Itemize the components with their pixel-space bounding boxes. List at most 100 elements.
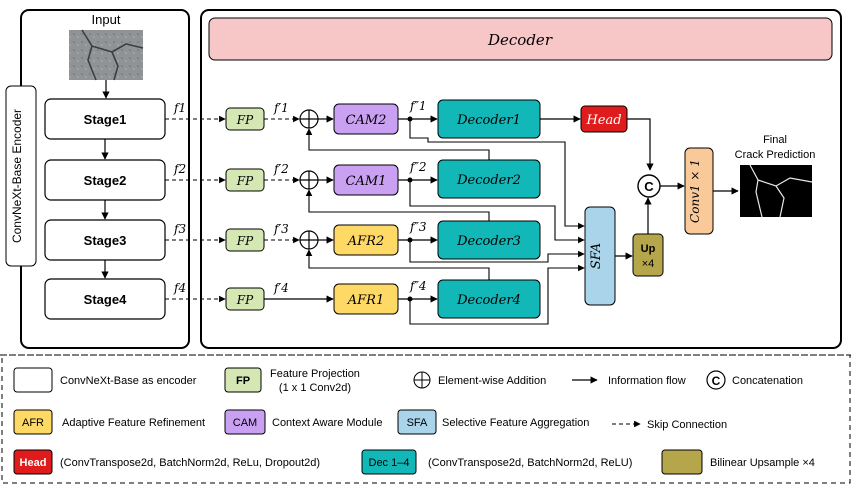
legend-up-swatch (661, 449, 703, 475)
legend-cam-desc: Context Aware Module (272, 417, 382, 429)
svg-text:Decoder3: Decoder3 (456, 234, 521, 249)
svg-text:CAM1: CAM1 (346, 174, 387, 189)
sfa-box: SFA (584, 206, 616, 306)
svg-text:Up: Up (641, 243, 656, 255)
conv-box: Conv1 × 1 (684, 147, 714, 235)
legend-encoder-desc: ConvNeXt-Base as encoder (60, 375, 197, 387)
fp-box-2: FP (225, 168, 265, 192)
head-box: Head (580, 105, 628, 133)
cam2-box: CAM2 (333, 103, 399, 135)
refined-f1: f″1 (409, 99, 427, 113)
decoder1-box: Decoder1 (437, 99, 541, 139)
legend-head-swatch (13, 449, 53, 475)
legend-concat-desc: Concatenation (732, 375, 803, 387)
svg-text:AFR1: AFR1 (347, 293, 384, 308)
stage-4-label: Stage4 (84, 292, 127, 307)
projected-f4: f′4 (273, 281, 289, 295)
legend-flow-desc: Information flow (608, 375, 686, 387)
legend-cam-swatch (224, 409, 266, 435)
svg-text:AFR2: AFR2 (347, 234, 384, 249)
decoder3-box: Decoder3 (437, 220, 541, 260)
legend-fp-desc-2: (1 x 1 Conv2d) (279, 382, 351, 394)
stage-3-label: Stage3 (84, 233, 127, 248)
legend-add-icon (413, 371, 431, 389)
stage-2: Stage2 (44, 159, 166, 201)
output-title-line1: Final (763, 134, 787, 146)
legend-encoder-swatch (13, 367, 53, 393)
afr2-box: AFR2 (333, 224, 399, 256)
legend-afr-swatch (13, 409, 53, 435)
decoder2-box: Decoder2 (437, 159, 541, 199)
legend-fp-swatch (224, 367, 262, 393)
refined-f4: f″4 (409, 279, 427, 293)
add-2 (299, 170, 319, 190)
add-3 (299, 230, 319, 250)
feature-f1: f1 (173, 101, 186, 115)
svg-text:C: C (712, 374, 721, 388)
legend-dec-desc: (ConvTranspose2d, BatchNorm2d, ReLU) (428, 457, 632, 469)
legend-afr-desc: Adaptive Feature Refinement (62, 417, 205, 429)
afr1-box: AFR1 (333, 283, 399, 315)
svg-text:Decoder2: Decoder2 (456, 173, 521, 188)
svg-text:FP: FP (236, 234, 254, 248)
encoder-side-label: ConvNeXt-Base Encoder (10, 109, 24, 243)
cam1-box: CAM1 (333, 164, 399, 196)
legend-skip-desc: Skip Connection (647, 419, 727, 431)
legend-concat-icon: C (706, 370, 726, 390)
svg-text:CAM2: CAM2 (346, 113, 387, 128)
input-image (69, 29, 144, 81)
decoder-panel (200, 9, 842, 349)
legend-dec-swatch (361, 449, 417, 475)
svg-text:Decoder1: Decoder1 (456, 113, 521, 128)
decoder4-box: Decoder4 (437, 279, 541, 319)
output-title-line2: Crack Prediction (735, 149, 816, 161)
projected-f2: f′2 (273, 162, 289, 176)
legend-dec-label: Dec 1–4 (369, 457, 410, 469)
svg-text:SFA: SFA (589, 243, 604, 269)
stage-4: Stage4 (44, 278, 166, 320)
decoder-title: Decoder (487, 31, 553, 49)
stage-1-label: Stage1 (84, 112, 127, 127)
feature-f4: f4 (173, 281, 186, 295)
stage-1: Stage1 (44, 98, 166, 140)
stage-3: Stage3 (44, 219, 166, 261)
fp-box-3: FP (225, 228, 265, 252)
up-box: Up ×4 (632, 233, 664, 277)
projected-f1: f′1 (273, 101, 289, 115)
feature-f2: f2 (173, 162, 186, 176)
svg-text:×4: ×4 (642, 258, 655, 270)
refined-f2: f″2 (409, 160, 427, 174)
legend-head-desc: (ConvTranspose2d, BatchNorm2d, ReLu, Dro… (60, 457, 320, 469)
fp-box-1: FP (225, 107, 265, 131)
projected-f3: f′3 (273, 222, 289, 236)
legend-afr-label: AFR (22, 417, 44, 429)
svg-text:FP: FP (236, 174, 254, 188)
add-1 (299, 109, 319, 129)
decoder-banner (208, 17, 833, 61)
refined-f3: f″3 (409, 220, 427, 234)
svg-text:C: C (644, 179, 654, 194)
legend-panel (1, 354, 851, 484)
legend-head-label: Head (20, 457, 47, 469)
svg-text:Decoder4: Decoder4 (456, 293, 521, 308)
svg-text:Conv1 × 1: Conv1 × 1 (688, 159, 702, 223)
svg-text:FP: FP (236, 113, 254, 127)
encoder-side-box (5, 85, 37, 267)
svg-text:FP: FP (236, 293, 254, 307)
legend-up-desc: Bilinear Upsample ×4 (710, 457, 815, 469)
stage-2-label: Stage2 (84, 173, 127, 188)
legend-fp-label: FP (236, 375, 250, 387)
legend-sfa-label: SFA (407, 417, 428, 429)
output-image (740, 164, 813, 218)
fp-box-4: FP (225, 287, 265, 311)
legend-add-desc: Element-wise Addition (438, 375, 546, 387)
legend-sfa-swatch (397, 409, 437, 435)
concat-circle: C (637, 174, 661, 198)
legend-sfa-desc: Selective Feature Aggregation (442, 417, 589, 429)
svg-text:Head: Head (585, 113, 621, 128)
input-label: Input (92, 12, 121, 27)
feature-f3: f3 (173, 222, 186, 236)
legend-cam-label: CAM (233, 417, 257, 429)
legend-fp-desc-1: Feature Projection (270, 368, 360, 380)
